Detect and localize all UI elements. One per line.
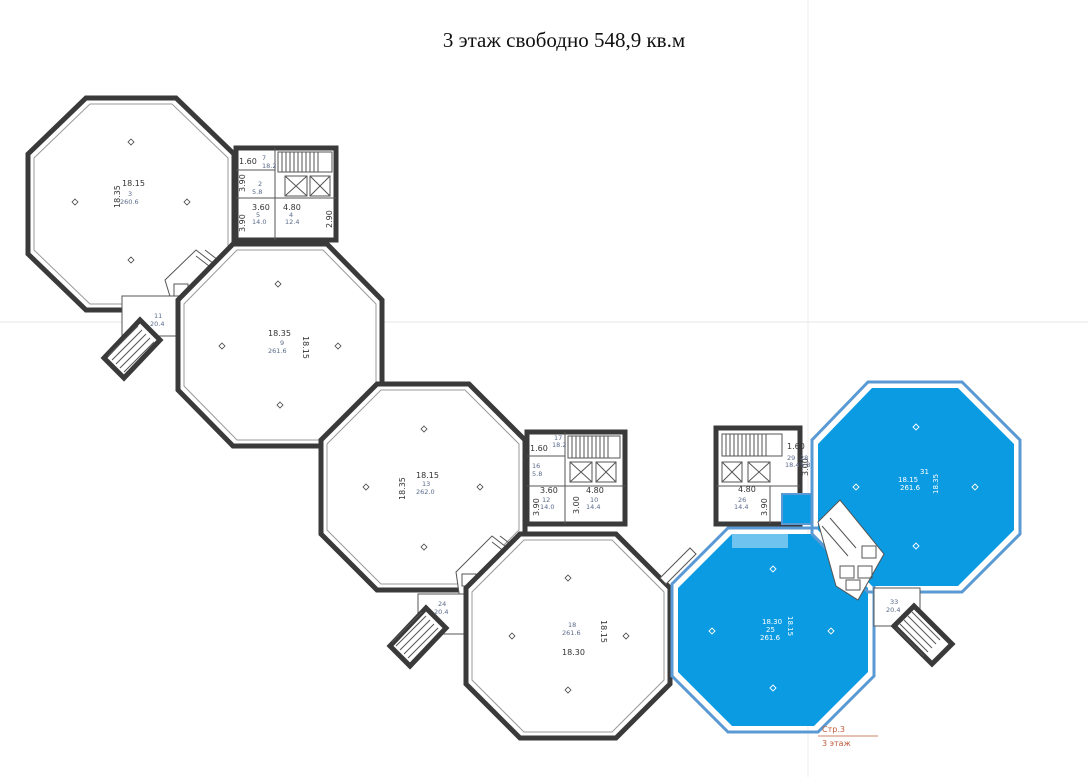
core-1-d5: 3.90 (238, 214, 247, 232)
room-1-num: 3 (128, 190, 132, 198)
sheet-stamp: Стр.3 3 этаж (818, 725, 878, 748)
stair-2-area: 20.4 (434, 608, 448, 616)
core-1-room-b: 2 (258, 180, 262, 188)
room-3-num: 13 (422, 480, 430, 488)
room-3-area: 262.0 (416, 488, 435, 496)
room-3-dim-a: 18.15 (416, 471, 439, 480)
room-2-area: 261.6 (268, 347, 287, 355)
core-2-room-b-area: 5.8 (532, 470, 542, 478)
room-4-dim-a: 18.30 (562, 648, 585, 657)
core-3-room-b: 26 (738, 496, 746, 504)
core-3-room-b-area: 14.4 (734, 503, 748, 511)
room-octagon-1: 18.15 3 260.6 18.35 (25, 95, 237, 313)
sheet-floor: 3 этаж (822, 739, 851, 748)
core-3-d2: 4.80 (738, 485, 756, 494)
core-2-d4: 3.00 (572, 496, 581, 514)
room-4-area: 261.6 (562, 629, 581, 637)
stair-3-num: 33 (890, 598, 898, 606)
core-2-room-a-area: 18.2 (552, 441, 566, 449)
core-2-room-d: 10 (590, 496, 598, 504)
core-1-d1: 1.60 (239, 157, 257, 166)
core-1-d2: 3.90 (238, 174, 247, 192)
stair-1-area: 20.4 (150, 320, 164, 328)
room-1-dim-a: 18.15 (122, 179, 145, 188)
stair-block-1: 11 20.4 (100, 295, 183, 382)
core-1-room-c: 5 (256, 211, 260, 219)
core-1-room-d: 4 (289, 211, 293, 219)
stair-block-2: 24 20.4 (386, 593, 467, 670)
room-4-dim-b: 18.15 (599, 620, 608, 643)
core-3-room-a: 29 (787, 454, 795, 462)
stair-2-num: 24 (438, 600, 446, 608)
room-2-num: 9 (280, 339, 284, 347)
room-4-num: 18 (568, 621, 576, 629)
core-1-room-a-area: 18.2 (262, 162, 276, 170)
room-1-area: 260.6 (120, 198, 139, 206)
elevator-2a (569, 461, 593, 483)
sheet-number: Стр.3 (822, 725, 845, 734)
stair-core-1 (277, 151, 333, 173)
elevator-3a (721, 461, 743, 483)
room-6-num: 31 (920, 468, 929, 476)
room-1-dim-b: 18.35 (113, 185, 122, 208)
page-title: 3 этаж свободно 548,9 кв.м (442, 28, 686, 52)
core-2-room-b: 16 (532, 462, 540, 470)
core-3-room-a-area: 18.4 (785, 461, 799, 469)
core-1-d6: 2.90 (325, 210, 334, 228)
core-1-room-b-area: 5.8 (252, 188, 262, 196)
core-1: 1.60 3.90 3.60 4.80 3.90 2.90 7 18.2 2 5… (233, 145, 339, 243)
core-2: 1.60 3.60 4.80 3.00 3.90 17 18.2 16 5.8 … (524, 429, 628, 527)
stair-block-3: 33 20.4 (873, 587, 956, 668)
stair-3-area: 20.4 (886, 606, 900, 614)
core-2-d5: 3.90 (532, 498, 541, 516)
room-5-num: 25 (766, 626, 775, 634)
room-2-dim-a: 18.35 (268, 329, 291, 338)
core-3-d1: 1.60 (787, 442, 805, 451)
core-2-room-d-area: 14.4 (586, 503, 600, 511)
core-1-room-c-area: 14.0 (252, 218, 266, 226)
core-1-room-a: 7 (262, 154, 266, 162)
core-2-room-a: 17 (554, 434, 562, 442)
core-2-d2: 3.60 (540, 486, 558, 495)
core-2-room-c-area: 14.0 (540, 503, 554, 511)
room-6-dim-a: 18.15 (898, 476, 918, 484)
elevator-1b (309, 175, 331, 197)
stair-1-num: 11 (154, 312, 162, 320)
core-3-d3: 3.00 (801, 458, 810, 476)
core-2-room-c: 12 (542, 496, 550, 504)
room-3-dim-b: 18.35 (398, 477, 407, 500)
core-3-room-c-area: 5.8 (800, 461, 810, 469)
stair-core-2 (567, 435, 621, 459)
room-octagon-4: 18 261.6 18.30 18.15 (463, 531, 673, 741)
room-5-area: 261.6 (760, 634, 781, 642)
core-1-d4: 4.80 (283, 203, 301, 212)
room-5-dim-a: 18.30 (762, 618, 782, 626)
room-6-area: 261.6 (900, 484, 921, 492)
core-2-d1: 1.60 (530, 444, 548, 453)
room-2-dim-b: 18.15 (301, 336, 310, 359)
core-3-d4: 3.90 (760, 498, 769, 516)
restroom-block-3 (817, 499, 885, 601)
core-3: 1.60 4.80 3.00 3.90 29 18.4 26 14.4 28 5… (713, 425, 810, 527)
room-5-dim-b: 18.15 (786, 616, 794, 636)
elevator-3b (747, 461, 771, 483)
stair-core-3 (721, 433, 783, 457)
core-1-room-d-area: 12.4 (285, 218, 299, 226)
core-3-room-c: 28 (800, 454, 808, 462)
elevator-1a (284, 175, 308, 197)
core-1-d3: 3.60 (252, 203, 270, 212)
core-2-d3: 4.80 (586, 486, 604, 495)
elevator-2b (595, 461, 617, 483)
room-6-dim-b: 18.35 (932, 474, 940, 494)
